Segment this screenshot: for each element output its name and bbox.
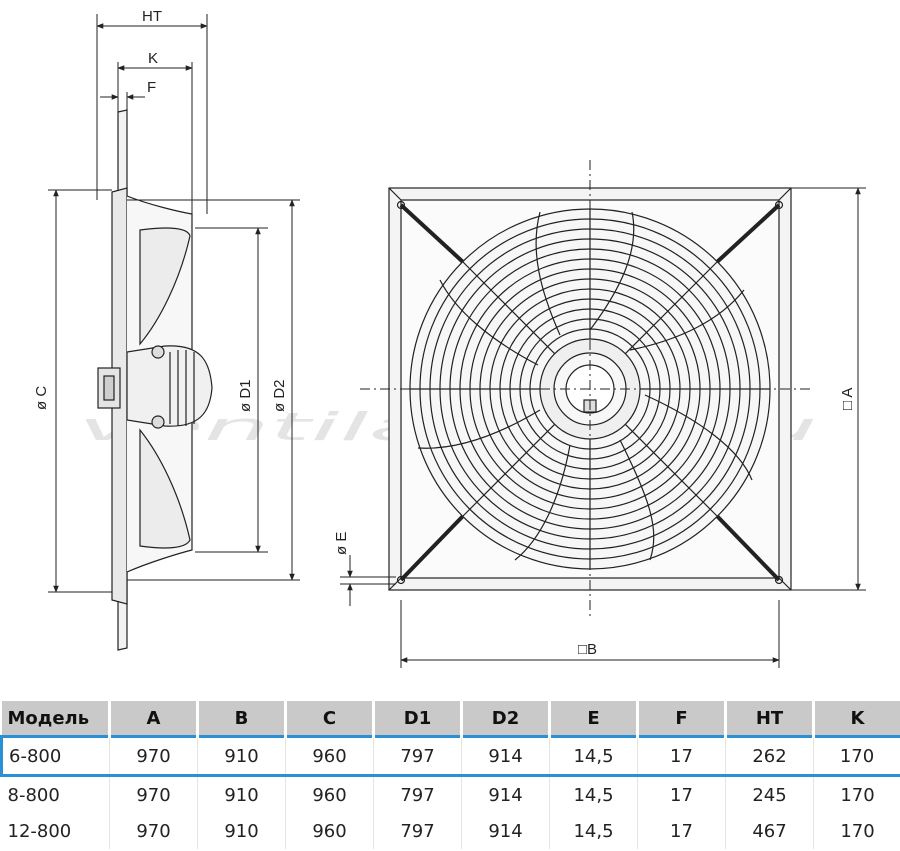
dim-a-label: □ A [839, 388, 856, 410]
table-header: K [813, 701, 900, 737]
table-header: C [285, 701, 375, 737]
dim-d2-label: ø D2 [271, 379, 288, 412]
table-cell: 797 [373, 813, 462, 849]
dim-ht-label: HT [142, 8, 162, 25]
table-cell: 170 [813, 735, 900, 777]
table-cell: 914 [461, 775, 550, 813]
table-cell: 960 [285, 775, 374, 813]
table-row[interactable]: 12-800 970 910 960 797 914 14,5 17 467 1… [1, 813, 900, 849]
table-cell: 970 [109, 813, 198, 849]
table-row-selected[interactable]: 6-800 970 910 960 797 914 14,5 17 262 17… [0, 735, 900, 777]
table-cell: 245 [725, 775, 814, 813]
table-cell: 910 [197, 775, 286, 813]
table-cell: 910 [197, 735, 286, 777]
table-cell: 170 [813, 775, 900, 813]
table-cell: 17 [637, 775, 726, 813]
table-cell: 797 [373, 775, 462, 813]
table-cell: 914 [461, 813, 550, 849]
table-cell-model: 12-800 [1, 813, 110, 849]
table-cell: 14,5 [549, 813, 638, 849]
table-cell: 262 [725, 735, 814, 777]
dimensions-table: Модель A B C D1 D2 E F HT K 6-800 970 91… [0, 701, 900, 849]
table-cell: 14,5 [549, 735, 638, 777]
fan-technical-drawing: ventilatorry.ru [33, 8, 866, 668]
table-header: D1 [373, 701, 463, 737]
table-cell: 970 [109, 735, 198, 777]
table-header: Модель [1, 701, 111, 737]
table-cell-model: 8-800 [1, 775, 110, 813]
dim-f-label: F [147, 79, 156, 96]
table-cell: 170 [813, 813, 900, 849]
dim-d1-label: ø D1 [237, 379, 254, 412]
table-cell: 970 [109, 775, 198, 813]
table-cell: 910 [197, 813, 286, 849]
table-header-row: Модель A B C D1 D2 E F HT K [1, 701, 900, 737]
table-row[interactable]: 8-800 970 910 960 797 914 14,5 17 245 17… [1, 775, 900, 813]
dim-c-label: ø C [33, 386, 50, 410]
table-header: D2 [461, 701, 551, 737]
table-cell: 914 [461, 735, 550, 777]
table-header: B [197, 701, 287, 737]
table-header: A [109, 701, 199, 737]
table-header: F [637, 701, 727, 737]
table-cell: 960 [285, 735, 374, 777]
table-cell-model: 6-800 [0, 735, 110, 777]
table-cell: 960 [285, 813, 374, 849]
table-cell: 14,5 [549, 775, 638, 813]
table-cell: 17 [637, 813, 726, 849]
side-view [97, 109, 213, 651]
table-cell: 797 [373, 735, 462, 777]
table-header: E [549, 701, 639, 737]
dim-b-label: □B [578, 641, 597, 658]
table-header: HT [725, 701, 815, 737]
table-cell: 467 [725, 813, 814, 849]
table-cell: 17 [637, 735, 726, 777]
dim-e-label: ø E [333, 532, 350, 555]
dim-k-label: K [148, 50, 158, 67]
